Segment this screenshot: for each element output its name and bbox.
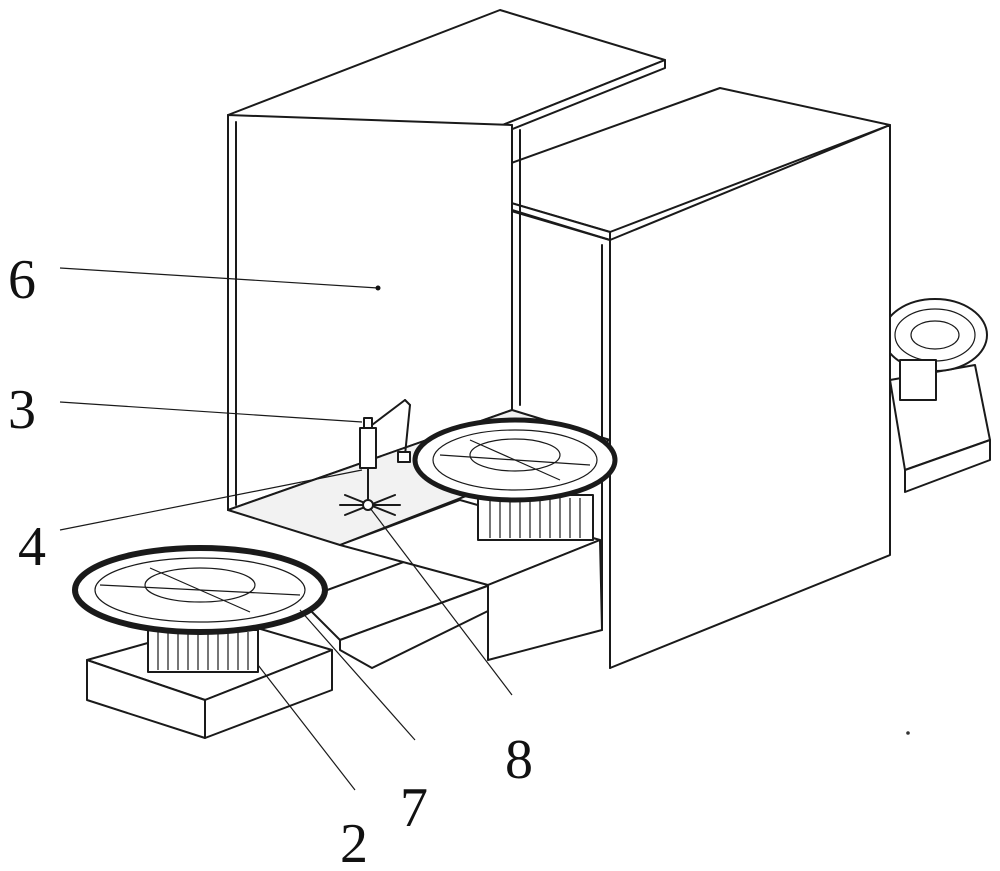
conveyor-base	[299, 499, 603, 669]
label-8: 8	[505, 729, 533, 791]
label-2: 2	[340, 813, 368, 871]
inner-turntable	[412, 417, 618, 541]
front-turntable	[72, 545, 333, 739]
rear-turntable	[882, 298, 991, 493]
label-3: 3	[8, 379, 36, 441]
callout-labels: 6 3 4 8 7 2	[8, 249, 533, 871]
leader-lines	[59, 267, 513, 791]
label-7: 7	[400, 777, 428, 839]
label-6: 6	[8, 249, 36, 311]
scan-dot	[906, 731, 910, 735]
robot-arm	[339, 399, 411, 516]
label-4: 4	[18, 516, 46, 578]
